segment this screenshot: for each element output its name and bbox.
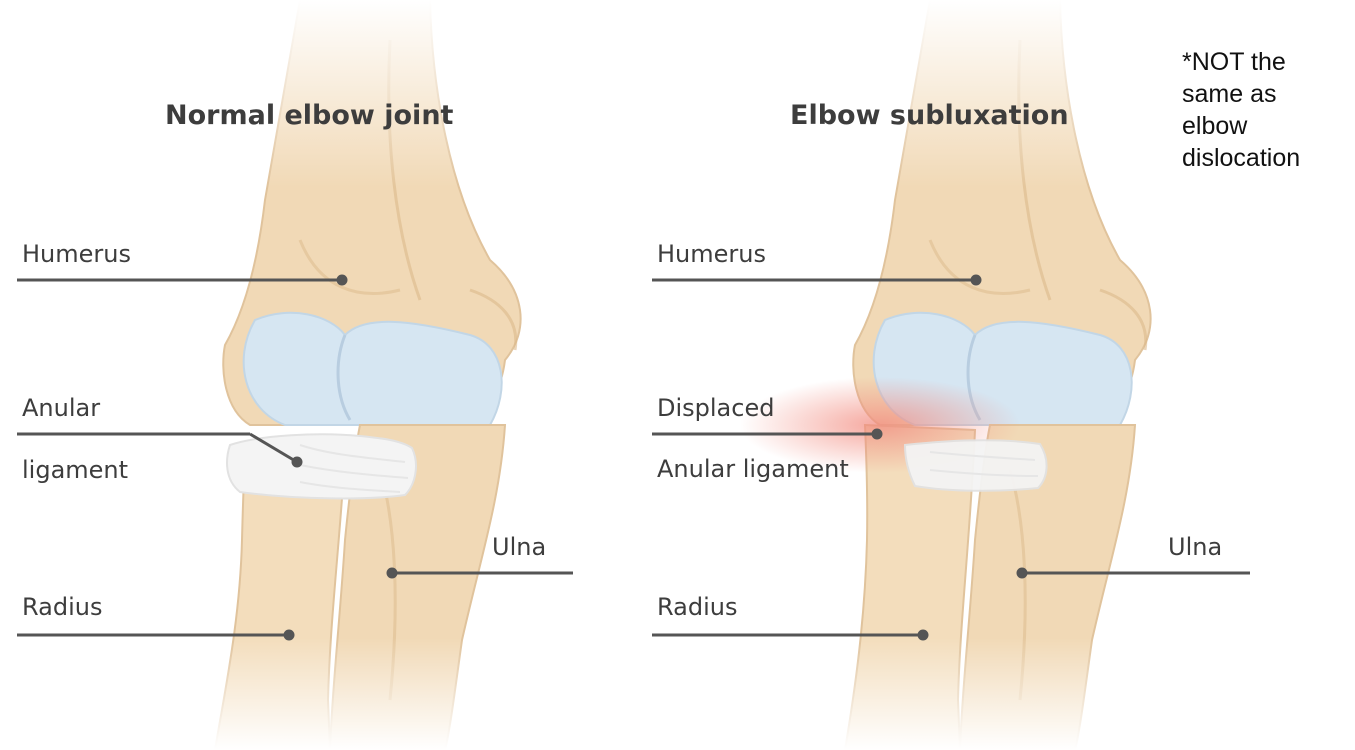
humerus-label: Humerus [657, 240, 766, 268]
side-note-line: dislocation [1182, 142, 1352, 174]
normal-elbow-illustration: Normal elbow joint Humerus Anular ligame… [0, 0, 650, 750]
anular-label-line1: Anular [22, 394, 100, 422]
ulna-label: Ulna [492, 533, 546, 561]
radius-label: Radius [22, 593, 102, 621]
side-note: *NOT the same as elbow dislocation [1182, 46, 1352, 174]
humerus-label: Humerus [22, 240, 131, 268]
side-note-line: *NOT the [1182, 46, 1352, 78]
anular-label-line2: ligament [22, 456, 128, 484]
panel-title: Normal elbow joint [165, 100, 454, 131]
side-note-line: same as [1182, 78, 1352, 110]
ulna-label: Ulna [1168, 533, 1222, 561]
panel-title: Elbow subluxation [790, 100, 1069, 131]
displaced-label-line1: Displaced [657, 394, 774, 422]
normal-elbow-panel: Normal elbow joint Humerus Anular ligame… [0, 0, 650, 750]
radius-label: Radius [657, 593, 737, 621]
displaced-label-line2: Anular ligament [657, 455, 849, 483]
side-note-line: elbow [1182, 110, 1352, 142]
